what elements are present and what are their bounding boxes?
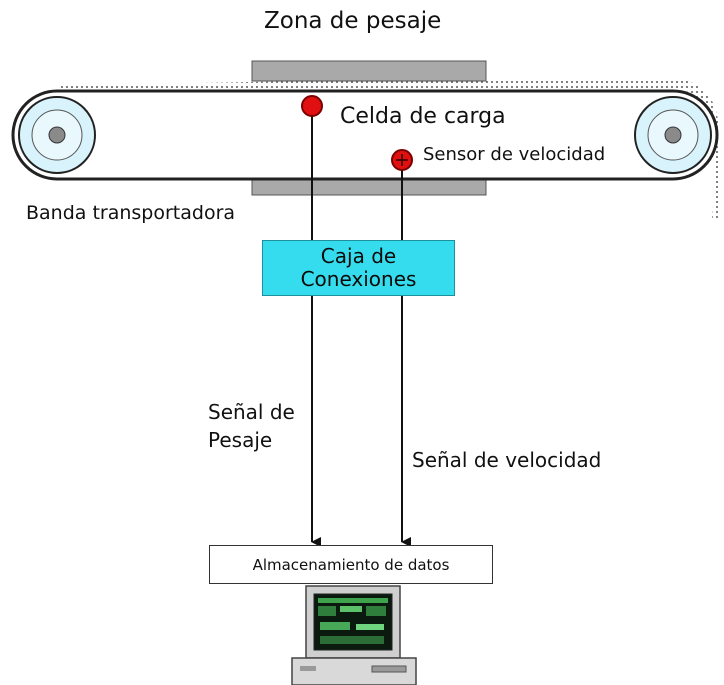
roller-icon xyxy=(18,96,96,174)
junction-box-label-line2: Conexiones xyxy=(300,267,417,291)
junction-box: Caja de Conexiones xyxy=(262,240,455,296)
speed-signal-label: Señal de velocidad xyxy=(412,448,602,472)
weight-signal-label-line2: Pesaje xyxy=(208,428,273,452)
weighing-zone-label: Zona de pesaje xyxy=(264,8,442,34)
speed-sensor-label: Sensor de velocidad xyxy=(423,144,606,165)
conveyor-belt xyxy=(11,89,719,181)
load-cell-label: Celda de carga xyxy=(340,104,506,129)
junction-box-label-line1: Caja de xyxy=(320,244,397,268)
conveyor-belt-label: Banda transportadora xyxy=(26,202,236,224)
weight-signal-label-line1: Señal de xyxy=(208,400,295,424)
weighing-platform-top xyxy=(251,60,487,82)
data-storage-box: Almacenamiento de datos xyxy=(209,545,493,584)
speed-sensor-icon xyxy=(391,149,413,171)
data-storage-label: Almacenamiento de datos xyxy=(252,555,450,574)
roller-icon xyxy=(634,96,712,174)
computer-icon xyxy=(291,585,417,685)
weight-signal-label: Señal de Pesaje xyxy=(208,398,295,454)
load-cell-icon xyxy=(301,95,323,117)
